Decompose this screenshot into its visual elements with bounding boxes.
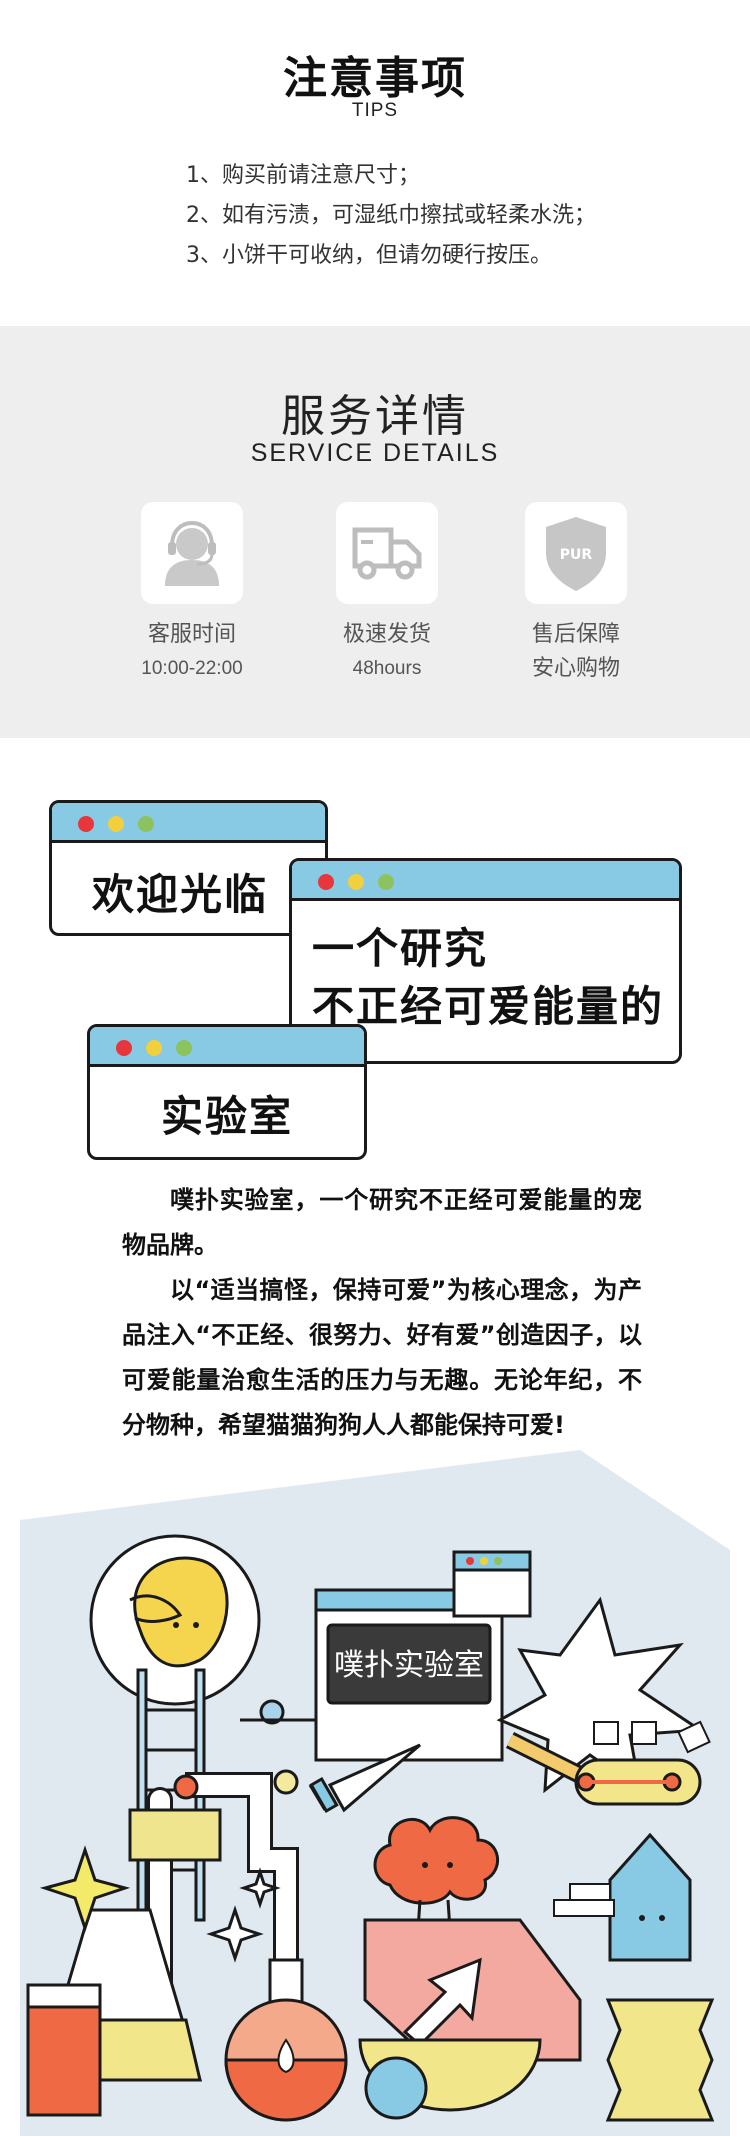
research-window: 一个研究 不正经可爱能量的	[289, 858, 682, 1064]
service-label: 极速发货	[342, 622, 431, 647]
delivery-truck-icon	[336, 502, 438, 604]
brand-intro: 噗扑实验室，一个研究不正经可爱能量的宠物品牌。 以“适当搞怪，保持可爱”为核心理…	[122, 1178, 642, 1448]
lab-window: 实验室	[87, 1024, 367, 1160]
computer-monitor-icon: 噗扑实验室	[314, 1588, 504, 1762]
service-title: 服务详情	[281, 391, 469, 442]
red-dot-icon	[318, 874, 334, 890]
duck-mascot-icon	[89, 1534, 261, 1706]
service-label: 客服时间	[147, 622, 236, 647]
window-titlebar	[292, 861, 679, 901]
service-subtitle: SERVICE DETAILS	[250, 439, 500, 467]
welcome-window: 欢迎光临	[49, 800, 328, 936]
tips-list: 1、购买前请注意尺寸； 2、如有污渍，可湿纸巾擦拭或轻柔水洗； 3、小饼干可收纳…	[186, 156, 596, 276]
red-dot-icon	[78, 816, 94, 832]
window-titlebar	[90, 1027, 364, 1067]
shield-icon: PUR	[525, 502, 627, 604]
tips-item: 1、购买前请注意尺寸；	[186, 163, 420, 188]
research-text-line1: 一个研究	[312, 924, 489, 973]
yellow-dot-icon	[146, 1040, 162, 1056]
tips-item: 2、如有污渍，可湿纸巾擦拭或轻柔水洗；	[186, 203, 596, 228]
intro-paragraph: 噗扑实验室，一个研究不正经可爱能量的宠物品牌。	[122, 1186, 642, 1259]
service-value: 安心购物	[531, 656, 620, 681]
red-dot-icon	[116, 1040, 132, 1056]
tips-subtitle: TIPS	[351, 100, 399, 121]
service-item-aftersales: PUR 售后保障 安心购物	[486, 502, 666, 686]
service-item-customer-service: 客服时间 10:00-22:00	[102, 502, 282, 686]
service-item-delivery: 极速发货 48hours	[297, 502, 477, 686]
tips-item: 3、小饼干可收纳，但请勿硬行按压。	[186, 243, 552, 268]
service-label: 售后保障	[531, 622, 620, 647]
tips-title: 注意事项	[283, 53, 467, 104]
window-titlebar	[52, 803, 325, 843]
service-value: 10:00-22:00	[141, 658, 243, 679]
green-dot-icon	[138, 816, 154, 832]
yellow-dot-icon	[348, 874, 364, 890]
welcome-text: 欢迎光临	[92, 870, 269, 919]
intro-paragraph: 以“适当搞怪，保持可爱”为核心理念，为产品注入“不正经、很努力、好有爱”创造因子…	[122, 1276, 642, 1439]
customer-service-icon	[141, 502, 243, 604]
cloud-mascot-icon	[373, 1816, 500, 1931]
shield-badge-text: PUR	[560, 547, 593, 563]
yellow-dot-icon	[108, 816, 124, 832]
service-value: 48hours	[352, 658, 422, 679]
research-text-line2: 不正经可爱能量的	[312, 982, 665, 1031]
tips-section: 注意事项 TIPS 1、购买前请注意尺寸； 2、如有污渍，可湿纸巾擦拭或轻柔水洗…	[0, 0, 750, 326]
green-dot-icon	[176, 1040, 192, 1056]
service-section: 服务详情 SERVICE DETAILS 客服时间 10:00-22:00	[0, 326, 750, 738]
blue-mascot-icon	[553, 1832, 692, 1962]
lab-illustration: 噗扑实验室	[0, 1440, 750, 2136]
green-dot-icon	[378, 874, 394, 890]
lab-text: 实验室	[160, 1092, 293, 1141]
screen-logo-text: 噗扑实验室	[334, 1648, 484, 1683]
